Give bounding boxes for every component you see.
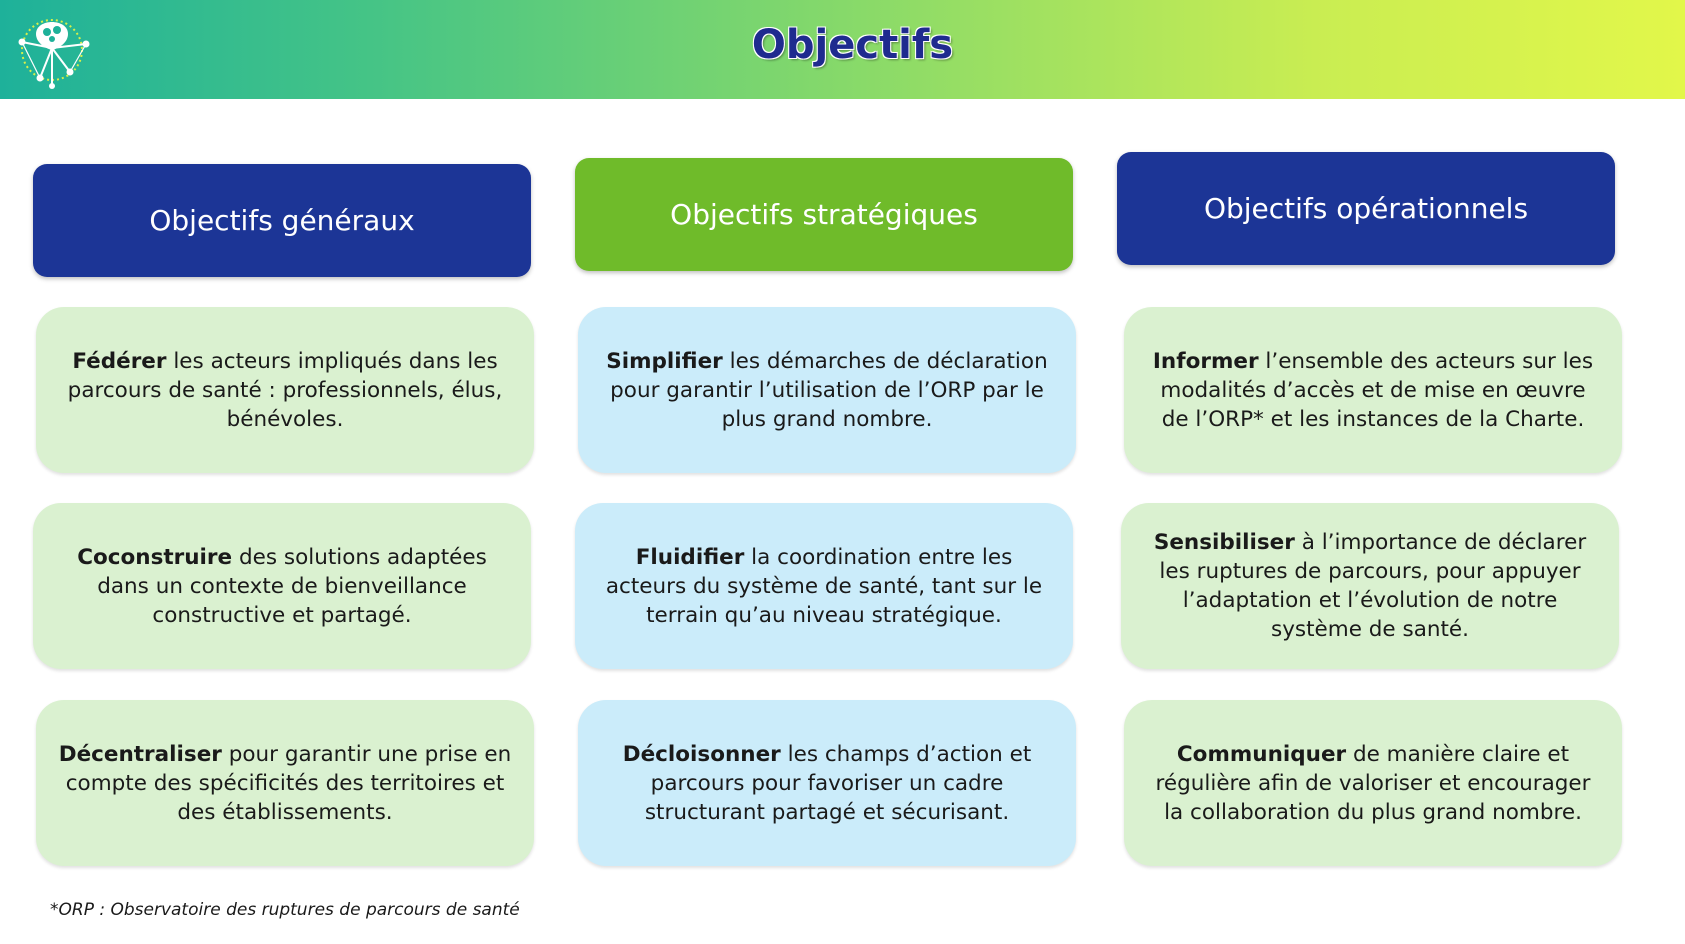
objective-keyword: Décloisonner [622, 741, 781, 767]
objective-card-strategic-3: Décloisonner les champs d’action et parc… [578, 700, 1076, 866]
objective-keyword: Sensibiliser [1153, 530, 1295, 555]
objective-text: Décloisonner les champs d’action et parc… [600, 740, 1054, 827]
column-heading-label: Objectifs opérationnels [1203, 192, 1529, 225]
objective-card-operational-2: Sensibiliser à l’importance de déclarer … [1121, 503, 1619, 669]
objective-description: de manière claire et régulière afin de v… [1155, 741, 1591, 825]
objective-card-general-1: Fédérer les acteurs impliqués dans les p… [36, 307, 534, 473]
objective-text: Fluidifier la coordination entre les act… [597, 543, 1051, 630]
title-banner: Objectifs [0, 0, 1685, 99]
objective-description: l’ensemble des acteurs sur les modalités… [1160, 348, 1594, 432]
objective-keyword: Coconstruire [77, 544, 233, 570]
objective-keyword: Décentraliser [58, 741, 222, 767]
footnote: *ORP : Observatoire des ruptures de parc… [50, 900, 520, 920]
objective-text: Simplifier les démarches de déclaration … [600, 347, 1054, 434]
objective-text: Fédérer les acteurs impliqués dans les p… [58, 347, 512, 434]
column-heading-operational: Objectifs opérationnels [1117, 152, 1615, 265]
objective-text: Coconstruire des solutions adaptées dans… [55, 543, 509, 630]
network-figure-logo-icon [18, 19, 90, 89]
objective-keyword: Fédérer [72, 348, 167, 374]
objective-description: la coordination entre les acteurs du sys… [605, 544, 1043, 628]
objective-description: à l’importance de déclarer les ruptures … [1159, 530, 1587, 642]
objective-keyword: Communiquer [1176, 741, 1347, 767]
column-heading-general: Objectifs généraux [33, 164, 531, 277]
objective-keyword: Informer [1152, 348, 1259, 374]
objective-card-operational-3: Communiquer de manière claire et réguliè… [1124, 700, 1622, 866]
column-heading-label: Objectifs généraux [149, 204, 415, 237]
objective-keyword: Simplifier [606, 348, 723, 374]
objective-text: Sensibiliser à l’importance de déclarer … [1143, 528, 1597, 644]
objective-text: Communiquer de manière claire et réguliè… [1146, 740, 1600, 827]
column-heading-strategic: Objectifs stratégiques [575, 158, 1073, 271]
objective-keyword: Fluidifier [635, 544, 745, 570]
column-heading-label: Objectifs stratégiques [670, 198, 978, 231]
objective-text: Informer l’ensemble des acteurs sur les … [1146, 347, 1600, 434]
objective-card-general-3: Décentraliser pour garantir une prise en… [36, 700, 534, 866]
objective-card-strategic-1: Simplifier les démarches de déclaration … [578, 307, 1076, 473]
objective-card-strategic-2: Fluidifier la coordination entre les act… [575, 503, 1073, 669]
page-title: Objectifs [751, 22, 954, 68]
objective-card-general-2: Coconstruire des solutions adaptées dans… [33, 503, 531, 669]
objective-description: les champs d’action et parcours pour fav… [644, 741, 1032, 825]
objective-description: des solutions adaptées dans un contexte … [97, 544, 487, 628]
objective-description: pour garantir une prise en compte des sp… [65, 741, 512, 825]
objective-card-operational-1: Informer l’ensemble des acteurs sur les … [1124, 307, 1622, 473]
objective-description: les démarches de déclaration pour garant… [610, 348, 1048, 432]
objective-description: les acteurs impliqués dans les parcours … [67, 348, 503, 432]
objective-text: Décentraliser pour garantir une prise en… [58, 740, 512, 827]
